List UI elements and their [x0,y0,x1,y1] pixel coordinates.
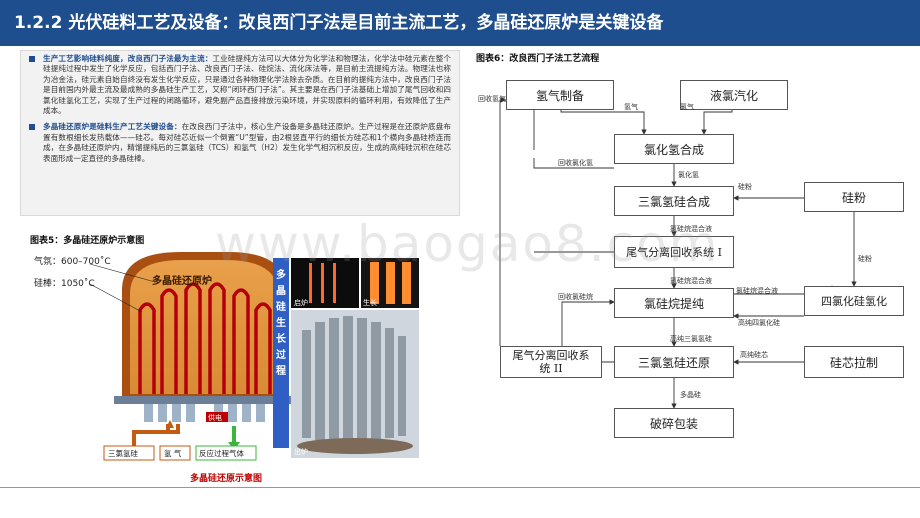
node-tcs-reduction: 三氯氢硅还原 [614,346,734,378]
node-silicon-core-drawing: 硅芯拉制 [804,346,904,378]
label-silicon-powder-in: 硅粉 [738,183,752,191]
input-label-tcs: 三氯氢硅 [108,448,138,458]
rod-temperature-label: 硅棒：1050˚C [34,277,95,289]
finished-rods [302,316,406,442]
node-stc-hydrogenation: 四氯化硅氢化 [804,286,904,316]
furnace-base [114,396,294,404]
output-label: 反应过程气体 [199,448,244,458]
furnace-chamber [130,260,278,394]
svg-text:晶: 晶 [276,285,286,297]
label-high-purity-core: 高纯硅芯 [740,351,768,359]
input-box-h2 [159,445,191,461]
paragraph-body: 工业硅提纯方法可以大体分为化学法和物理法，化学法中硅元素在整个硅提纯过程中发生了… [43,54,451,116]
svg-text:长: 长 [276,332,287,345]
label-recovered-hcl: 回收氯化氢 [558,159,593,167]
electrode-row [144,404,265,422]
photo-finished [291,310,419,458]
svg-text:程: 程 [276,364,286,377]
footer-divider [0,487,920,488]
power-badge [206,412,228,422]
growth-side-bar [273,258,289,448]
square-bullet-icon [29,56,35,62]
label-high-purity-stc: 高纯四氯化硅 [738,319,780,327]
figure6-title: 图表6：改良西门子法工艺流程 [476,54,600,64]
label-high-purity-tcs: 高纯三氯氢硅 [670,335,712,343]
photo-label-start: 启炉 [294,298,308,307]
label-polysilicon: 多晶硅 [680,391,701,399]
summary-text-box: 生产工艺影响硅料纯度，改良西门子法最为主流：工业硅提纯方法可以大体分为化学法和物… [20,50,460,216]
node-hydrogen-prep: 氢气制备 [506,80,614,110]
svg-text:过: 过 [276,348,286,361]
photo-label-grow: 生长 [363,298,377,307]
svg-text:多: 多 [276,268,286,281]
figure6-process-flow: 氢气制备 液氯汽化 氯化氢合成 三氯氢硅合成 硅粉 尾气分离回收系统 I 氯硅烷… [474,64,910,454]
paragraph-equipment: 多晶硅还原炉是硅料生产工艺关键设备：在改良西门子法中，核心生产设备是多晶硅还原炉… [29,122,451,164]
svg-text:硅: 硅 [276,300,286,313]
paragraph-process: 生产工艺影响硅料纯度，改良西门子法最为主流：工业硅提纯方法可以大体分为化学法和物… [29,54,451,116]
label-hcl: 氯化氢 [678,171,699,179]
node-hcl-synthesis: 氯化氢合成 [614,134,734,164]
photo-start [291,258,359,308]
node-chlorosilane-purification: 氯硅烷提纯 [614,288,734,318]
label-chlorosilane-mix-2: 氯硅烷混合液 [670,277,712,285]
finished-base [297,438,413,454]
header-bar: 1.2.2 光伏硅料工艺及设备：改良西门子法是目前主流工艺，多晶硅还原炉是关键设… [0,0,920,46]
node-tail-gas-recovery-2: 尾气分离回收系统 II [500,346,602,378]
watermark-text: www.baogao8.com [215,215,720,273]
node-crushing-packaging: 破碎包装 [614,408,734,438]
output-box [195,445,257,461]
node-silicon-powder: 硅粉 [804,182,904,212]
input-box-tcs [103,445,155,461]
node-tail-gas-recovery-1: 尾气分离回收系统 I [614,236,734,268]
figure5-furnace-diagram: 气氛：600–700˚C 硅棒：1050˚C 多晶硅还原炉 供电 三氯氢硅 氢 … [30,250,440,490]
paragraph-body: 在改良西门子法中，核心生产设备是多晶硅还原炉。生产过程是在还原炉底盘布置有数根细… [43,122,452,163]
node-tcs-synthesis: 三氯氢硅合成 [614,186,734,216]
label-recovered-hydrogen: 回收氢气 [478,95,506,103]
power-label: 供电 [208,413,222,422]
label-silicon-powder-side: 硅粉 [858,255,872,263]
gas-temperature-label: 气氛：600–700˚C [34,255,111,267]
figure5-caption: 多晶硅还原示意图 [190,472,262,484]
label-chlorine: 氯气 [680,103,694,111]
figure5-title: 图表5：多晶硅还原炉示意图 [30,236,145,246]
square-bullet-icon [29,124,35,131]
label-chlorosilane-mix-3: 氯硅烷混合液 [736,287,778,295]
svg-text:生: 生 [276,316,286,329]
paragraph-lead: 生产工艺影响硅料纯度，改良西门子法最为主流： [43,54,213,63]
photo-label-out: 出炉 [294,447,308,456]
flow-connectors [499,97,857,409]
up-arrow-icon [166,420,174,428]
node-chlorine-vaporization: 液氯汽化 [680,80,788,110]
furnace-illustration: 气氛：600–700˚C 硅棒：1050˚C 多晶硅还原炉 供电 三氯氢硅 氢 … [34,252,419,484]
label-recovered-chlorosilane: 回收氯硅烷 [558,293,593,301]
label-hydrogen: 氢气 [624,103,638,111]
paragraph-lead: 多晶硅还原炉是硅料生产工艺关键设备： [43,122,182,132]
label-chlorosilane-mix-1: 氯硅烷混合液 [670,225,712,233]
page-title: 1.2.2 光伏硅料工艺及设备：改良西门子法是目前主流工艺，多晶硅还原炉是关键设… [14,13,664,33]
furnace-label: 多晶硅还原炉 [152,274,212,287]
input-label-h2: 氢 气 [164,448,182,458]
silicon-rods [138,282,272,394]
